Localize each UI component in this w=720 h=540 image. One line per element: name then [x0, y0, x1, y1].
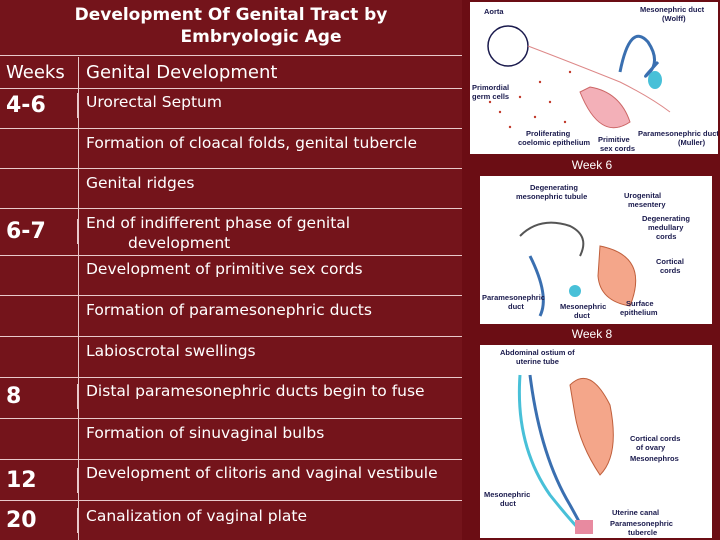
- development-cell: Urorectal Septum: [86, 93, 222, 111]
- ovary-shape: [569, 377, 614, 476]
- label-cortical-2: of ovary: [636, 443, 666, 452]
- label-mesonephric-1: Mesonephric: [560, 302, 606, 311]
- development-cell: Formation of sinuvaginal bulbs: [86, 424, 325, 442]
- label-urogenital-2: mesentery: [628, 200, 666, 209]
- mesonephric-duct-shape: [618, 34, 660, 78]
- label-degen-cords-2: medullary: [648, 223, 684, 232]
- label-muller: (Muller): [678, 138, 706, 147]
- development-cell: Formation of cloacal folds, genital tube…: [86, 134, 418, 152]
- label-surface-1: Surface: [626, 299, 654, 308]
- gonad-ridge-shape: [579, 86, 631, 129]
- label-mesonephros: Mesonephros: [630, 454, 679, 463]
- label-cortical-1: Cortical: [656, 257, 684, 266]
- tubercle-shape: [575, 520, 593, 534]
- table-row: 8 Distal paramesonephric ducts begin to …: [0, 377, 462, 418]
- label-abdominal-1: Abdominal ostium of: [500, 348, 575, 357]
- table-row: Labioscrotal swellings: [0, 336, 462, 377]
- label-degen-cords-3: cords: [656, 232, 676, 241]
- label-degenerating-2: mesonephric tubule: [516, 192, 587, 201]
- table-row: 20 Canalization of vaginal plate: [0, 500, 462, 540]
- development-cell: Genital ridges: [86, 174, 195, 192]
- figure-column: Aorta Mesonephric duct (Wolff) Primordia…: [464, 0, 720, 540]
- week6-gonad-diagram: Degenerating mesonephric tubule Urogenit…: [482, 183, 690, 320]
- week-cell: 20: [0, 508, 78, 533]
- ovary-shape: [597, 245, 637, 307]
- aorta-shape: [487, 25, 529, 67]
- label-wolff: (Wolff): [662, 14, 686, 23]
- label-paramesonephric-2: tubercle: [628, 528, 657, 537]
- label-abdominal-2: uterine tube: [516, 357, 559, 366]
- label-paramesonephric-1: Paramesonephric: [610, 519, 673, 528]
- table-row: 12 Development of clitoris and vaginal v…: [0, 459, 462, 500]
- label-uterine-canal: Uterine canal: [612, 508, 659, 517]
- label-degen-cords-1: Degenerating: [642, 214, 690, 223]
- label-primitive: Primitive: [598, 135, 630, 144]
- mesonephric-duct-shape: [528, 255, 545, 317]
- week8-ovary-diagram: Abdominal ostium of uterine tube Cortica…: [484, 348, 680, 537]
- label-aorta: Aorta: [484, 7, 504, 16]
- figure-week6-gonad: Degenerating mesonephric tubule Urogenit…: [480, 176, 712, 324]
- label-proliferating: Proliferating: [526, 129, 571, 138]
- label-mesonephric-2: duct: [574, 311, 590, 320]
- development-cell-line-1: End of indifferent phase of genital: [86, 214, 351, 232]
- figure-week8-ovary: Abdominal ostium of uterine tube Cortica…: [480, 345, 712, 538]
- label-coelomic-epithelium: coelomic epithelium: [518, 138, 590, 147]
- header-development: Genital Development: [86, 62, 278, 83]
- label-mesonephric-duct: Mesonephric duct: [640, 5, 705, 14]
- label-surface-2: epithelium: [620, 308, 658, 317]
- title-line-2: Embryologic Age: [180, 27, 342, 47]
- germ-cell-dots: [488, 70, 572, 129]
- development-cell: Labioscrotal swellings: [86, 342, 256, 360]
- paramesonephric-duct-shape: [569, 285, 581, 297]
- page-title: Development Of Genital Tract by Embryolo…: [0, 0, 462, 56]
- label-primordial: Primordial: [472, 83, 509, 92]
- label-mesonephric-2: duct: [500, 499, 516, 508]
- development-cell: Development of primitive sex cords: [86, 260, 363, 278]
- label-urogenital-1: Urogenital: [624, 191, 661, 200]
- development-cell: Formation of paramesonephric ducts: [86, 301, 372, 319]
- label-germ-cells: germ cells: [472, 92, 509, 101]
- label-paramesonephric-duct: Paramesonephric duct: [638, 129, 718, 138]
- label-paramesonephric-1: Paramesonephric: [482, 293, 545, 302]
- label-mesonephric-1: Mesonephric: [484, 490, 530, 499]
- development-cell: End of indifferent phase of genital deve…: [86, 213, 456, 253]
- header-weeks: Weeks: [6, 62, 65, 83]
- indifferent-gonad-diagram: Aorta Mesonephric duct (Wolff) Primordia…: [472, 5, 718, 153]
- paramesonephric-duct-shape: [517, 374, 582, 532]
- development-cell: Distal paramesonephric ducts begin to fu…: [86, 382, 425, 400]
- caption-week6: Week 6: [571, 158, 613, 172]
- label-cortical-2: cords: [660, 266, 680, 275]
- week-cell: 4-6: [0, 93, 78, 118]
- label-degenerating-1: Degenerating: [530, 183, 578, 192]
- table-row: Formation of cloacal folds, genital tube…: [0, 128, 462, 168]
- label-sex-cords: sex cords: [600, 144, 635, 153]
- mesentery-line: [527, 45, 671, 113]
- label-cortical-1: Cortical cords: [630, 434, 680, 443]
- week-cell: 8: [0, 384, 78, 409]
- development-table: Development Of Genital Tract by Embryolo…: [0, 0, 462, 540]
- table-row: Formation of sinuvaginal bulbs: [0, 418, 462, 459]
- table-row: Development of primitive sex cords: [0, 255, 462, 295]
- figure-indifferent-gonad: Aorta Mesonephric duct (Wolff) Primordia…: [470, 2, 718, 154]
- table-row: Genital ridges: [0, 168, 462, 208]
- development-cell-line-2: development: [128, 234, 231, 252]
- week-cell: 12: [0, 468, 78, 493]
- table-row: Formation of paramesonephric ducts: [0, 295, 462, 336]
- development-cell: Canalization of vaginal plate: [86, 507, 308, 525]
- caption-week8: Week 8: [571, 327, 613, 341]
- paramesonephric-duct-shape: [648, 71, 662, 89]
- column-divider: [78, 57, 79, 540]
- label-paramesonephric-2: duct: [508, 302, 524, 311]
- table-row: 6-7 End of indifferent phase of genital …: [0, 208, 462, 255]
- tubule-shape: [519, 221, 585, 257]
- table-row: 4-6 Urorectal Septum: [0, 88, 462, 128]
- title-line-1: Development Of Genital Tract by: [74, 5, 388, 25]
- development-cell: Development of clitoris and vaginal vest…: [86, 464, 438, 482]
- week-cell: 6-7: [0, 219, 78, 244]
